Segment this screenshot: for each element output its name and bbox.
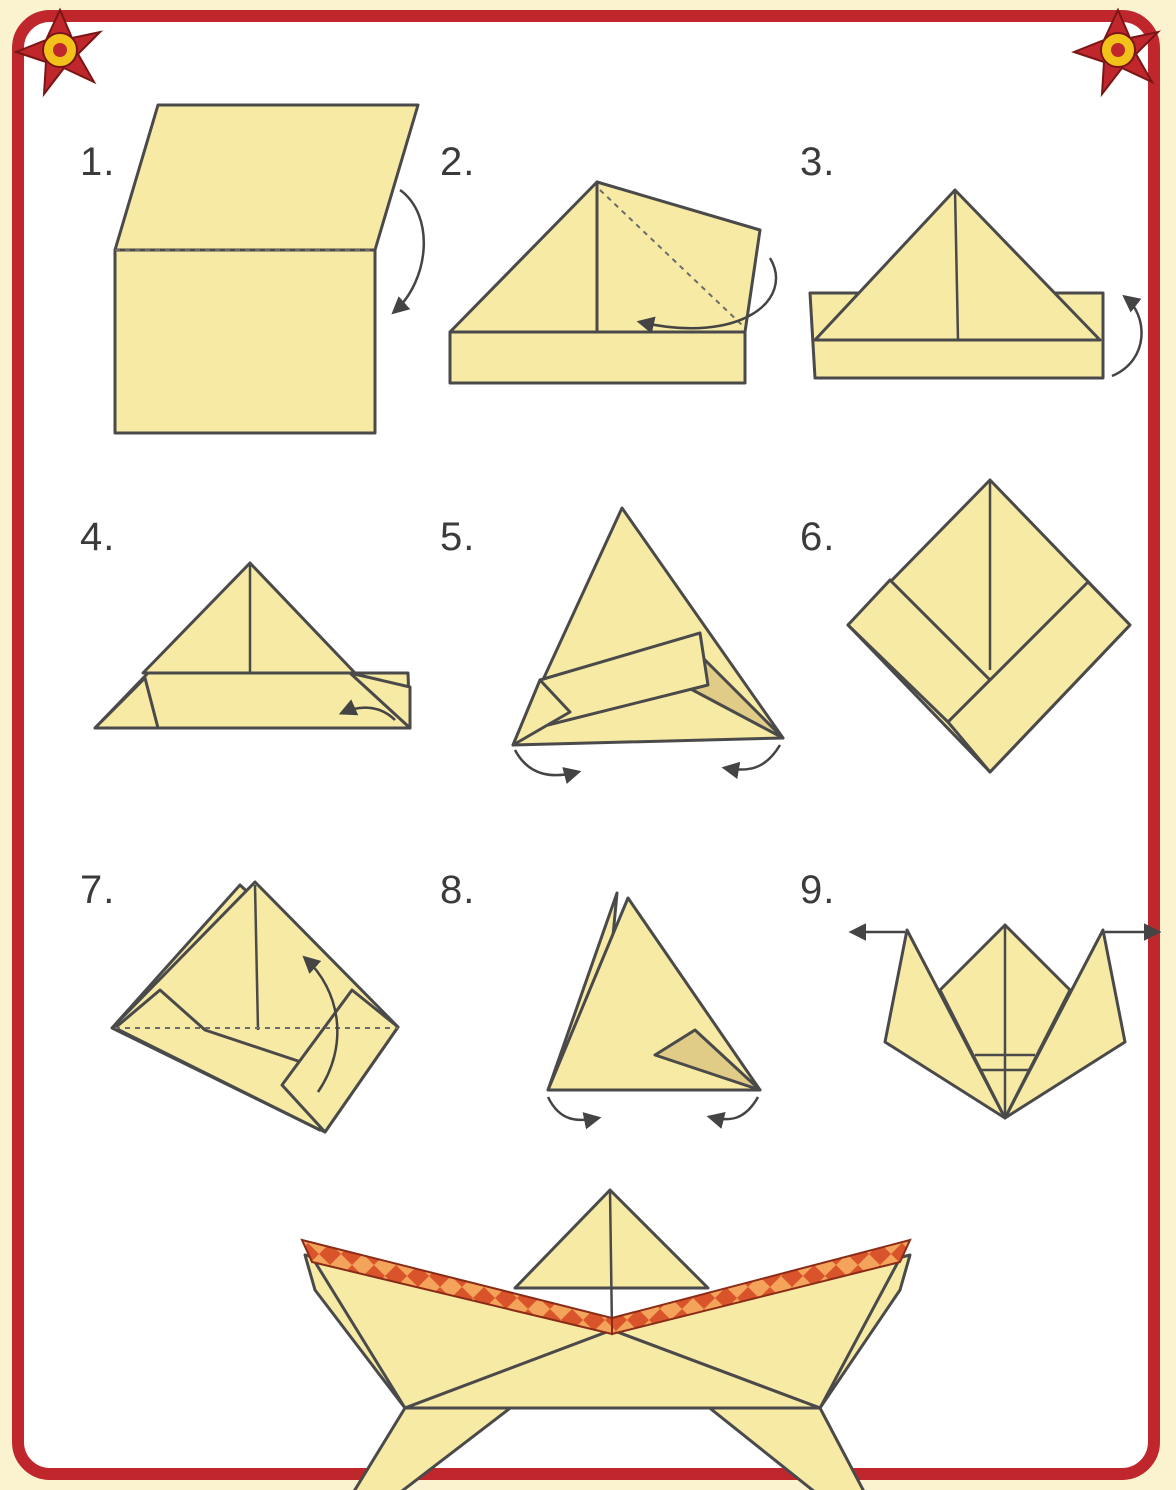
step-8-figure — [546, 891, 762, 1130]
step-2-label: 2. — [440, 140, 476, 184]
step-3-label: 3. — [800, 140, 836, 184]
step-4-figure — [93, 561, 412, 730]
fold-arrow-icon — [513, 749, 582, 784]
step-3-figure — [808, 188, 1143, 380]
step-6-label: 6. — [800, 515, 836, 559]
step-1-figure — [113, 103, 426, 435]
fold-arrow-icon — [338, 699, 396, 721]
fold-arrow-icon — [706, 1096, 760, 1129]
step-9-figure — [848, 923, 1162, 1120]
step-7-label: 7. — [80, 868, 116, 912]
flower-ornament-icon — [1071, 7, 1162, 98]
step-7-figure — [110, 880, 400, 1134]
step-5-label: 5. — [440, 515, 476, 559]
step-1-label: 1. — [80, 140, 116, 184]
fold-arrow-icon — [546, 1096, 602, 1130]
final-boat-figure — [300, 1188, 912, 1490]
step-9-label: 9. — [800, 868, 836, 912]
flower-ornament-icon — [13, 7, 104, 98]
fold-arrow-icon — [721, 744, 782, 780]
step-2-figure — [448, 180, 778, 385]
fold-arrow-icon — [636, 257, 778, 334]
step-4-label: 4. — [80, 515, 116, 559]
step-8-label: 8. — [440, 868, 476, 912]
fold-arrow-icon — [391, 188, 426, 315]
fold-arrow-icon — [302, 955, 339, 1093]
step-5-figure — [511, 506, 785, 784]
fold-arrow-icon — [1111, 294, 1143, 378]
step-6-figure — [846, 478, 1132, 774]
